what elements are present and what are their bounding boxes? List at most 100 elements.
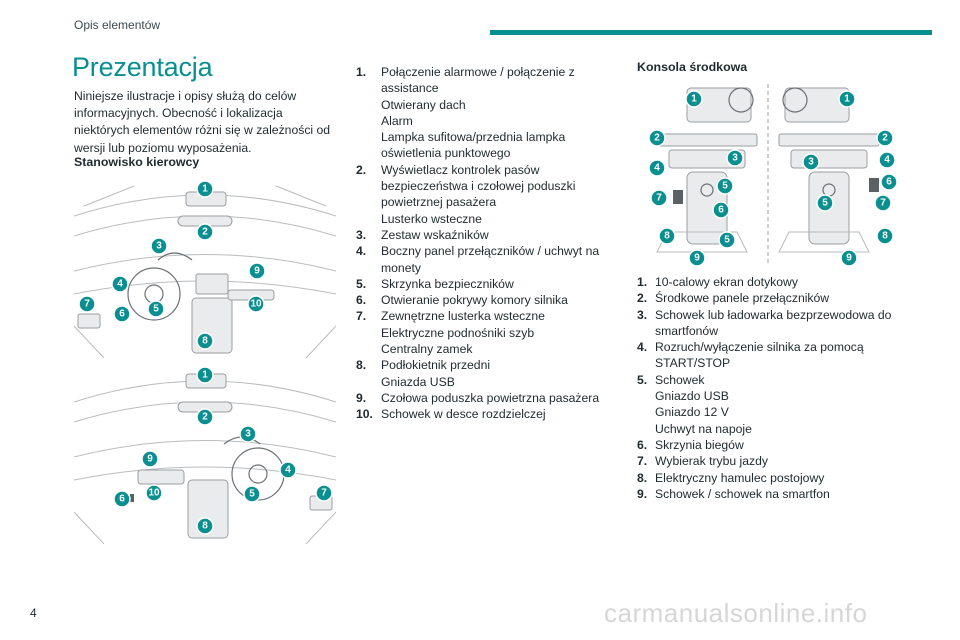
svg-text:2: 2 [654, 133, 660, 144]
list-item: 5.Skrzynka bezpieczników [356, 276, 514, 291]
list-item: 4.Boczny panel przełączników / uchwyt na… [356, 244, 600, 275]
svg-text:7: 7 [880, 198, 886, 209]
marker-4: 4 [648, 159, 666, 177]
list-item: 7.Wybierak trybu jazdy [637, 454, 769, 469]
watermark: carmanualsonline.info [604, 598, 868, 628]
dashboard-rhd-illustration: 1 2 3 4 5 6 7 8 9 10 [74, 366, 336, 544]
svg-text:3: 3 [808, 157, 814, 168]
svg-text:9: 9 [694, 253, 700, 264]
list-item: 6.Skrzynia biegów [637, 437, 744, 452]
svg-text:2: 2 [202, 227, 208, 238]
marker-6: 6 [113, 490, 131, 508]
svg-text:9: 9 [147, 454, 153, 465]
marker-8: 8 [658, 227, 676, 245]
list-item: 10.Schowek w desce rozdzielczej [356, 407, 546, 422]
list-item: 1.10-calowy ekran dotykowy [637, 275, 798, 289]
svg-text:7: 7 [321, 488, 327, 499]
svg-text:1: 1 [844, 94, 850, 105]
svg-text:5: 5 [724, 235, 730, 246]
marker-3: 3 [726, 149, 744, 167]
center-console-list: 1.10-calowy ekran dotykowy 2.Środkowe pa… [637, 274, 899, 502]
svg-text:1: 1 [202, 370, 208, 381]
page-number: 4 [30, 606, 37, 620]
list-item: 3.Zestaw wskaźników [356, 227, 489, 242]
list-item: 2.Wyświetlacz kontrolek pasów bezpieczeń… [356, 162, 576, 226]
marker-9: 9 [248, 262, 266, 280]
svg-text:3: 3 [245, 429, 251, 440]
marker-1: 1 [685, 90, 703, 108]
list-item: 4.Rozruch/wyłączenie silnika za pomocą S… [637, 340, 864, 371]
marker-4: 4 [279, 461, 297, 479]
center-console-illustration: 1 2 3 4 5 6 7 8 5 9 1 2 3 4 6 5 7 8 9 [648, 84, 898, 266]
svg-text:7: 7 [656, 193, 662, 204]
marker-6: 6 [880, 173, 898, 191]
svg-text:5: 5 [249, 489, 255, 500]
svg-text:2: 2 [882, 133, 888, 144]
svg-text:3: 3 [156, 241, 162, 252]
header-accent-bar [490, 30, 932, 35]
marker-2: 2 [196, 408, 214, 426]
section-header: Opis elementów [74, 18, 161, 32]
svg-text:1: 1 [202, 184, 208, 195]
dashboard-rhd-figure: 1 2 3 4 5 6 7 8 9 10 [74, 362, 336, 544]
marker-2: 2 [196, 223, 214, 241]
marker-4: 4 [878, 151, 896, 169]
svg-text:4: 4 [117, 279, 123, 290]
marker-5: 5 [716, 177, 734, 195]
marker-4: 4 [111, 275, 129, 293]
marker-7: 7 [874, 194, 892, 212]
marker-10: 10 [247, 295, 265, 313]
marker-9: 9 [688, 249, 706, 266]
marker-2: 2 [876, 129, 894, 147]
svg-text:5: 5 [153, 304, 159, 315]
marker-2: 2 [648, 129, 666, 147]
marker-3: 3 [239, 425, 257, 443]
svg-text:10: 10 [250, 299, 262, 310]
marker-5: 5 [718, 231, 736, 249]
marker-6: 6 [712, 201, 730, 219]
list-item: 1.Połączenie alarmowe / połączenie z ass… [356, 65, 575, 161]
svg-text:5: 5 [822, 198, 828, 209]
svg-text:8: 8 [882, 231, 888, 242]
svg-text:4: 4 [285, 465, 291, 476]
marker-7: 7 [78, 295, 96, 313]
marker-5: 5 [147, 300, 165, 318]
svg-text:6: 6 [119, 309, 125, 320]
svg-text:5: 5 [722, 181, 728, 192]
marker-9: 9 [141, 450, 159, 468]
center-console-figure: 1 2 3 4 5 6 7 8 5 9 1 2 3 4 6 5 7 8 9 [637, 82, 899, 266]
svg-text:3: 3 [732, 153, 738, 164]
svg-text:1: 1 [691, 94, 697, 105]
svg-text:4: 4 [884, 155, 890, 166]
list-item: 6.Otwieranie pokrywy komory silnika [356, 293, 568, 308]
svg-text:4: 4 [654, 163, 660, 174]
svg-text:8: 8 [202, 336, 208, 347]
svg-text:8: 8 [664, 231, 670, 242]
dashboard-lhd-illustration: 1 2 3 4 5 6 7 8 9 10 [74, 180, 336, 358]
marker-8: 8 [196, 332, 214, 350]
intro-paragraph: Niniejsze ilustracje i opisy służą do ce… [74, 89, 331, 155]
marker-1: 1 [838, 90, 856, 108]
svg-text:6: 6 [886, 177, 892, 188]
dashboard-lhd-figure: 1 2 3 4 5 6 7 8 9 10 [74, 176, 336, 358]
svg-text:6: 6 [718, 205, 724, 216]
marker-10: 10 [145, 484, 163, 502]
marker-5: 5 [243, 485, 261, 503]
center-console-heading: Konsola środkowa [637, 60, 748, 74]
list-item: 8.Elektryczny hamulec postojowy [637, 470, 825, 485]
driver-station-list: 1.Połączenie alarmowe / połączenie z ass… [356, 64, 618, 423]
driver-station-heading: Stanowisko kierowcy [74, 155, 200, 169]
svg-text:10: 10 [148, 488, 160, 499]
list-item: 2.Środkowe panele przełączników [637, 291, 830, 306]
svg-text:8: 8 [202, 521, 208, 532]
list-item: 9.Czołowa poduszka powietrzna pasażera [356, 390, 600, 405]
svg-text:9: 9 [254, 266, 260, 277]
svg-text:2: 2 [202, 412, 208, 423]
marker-1: 1 [196, 180, 214, 198]
marker-3: 3 [802, 153, 820, 171]
page-title: Prezentacja [72, 52, 213, 82]
marker-1: 1 [196, 366, 214, 384]
